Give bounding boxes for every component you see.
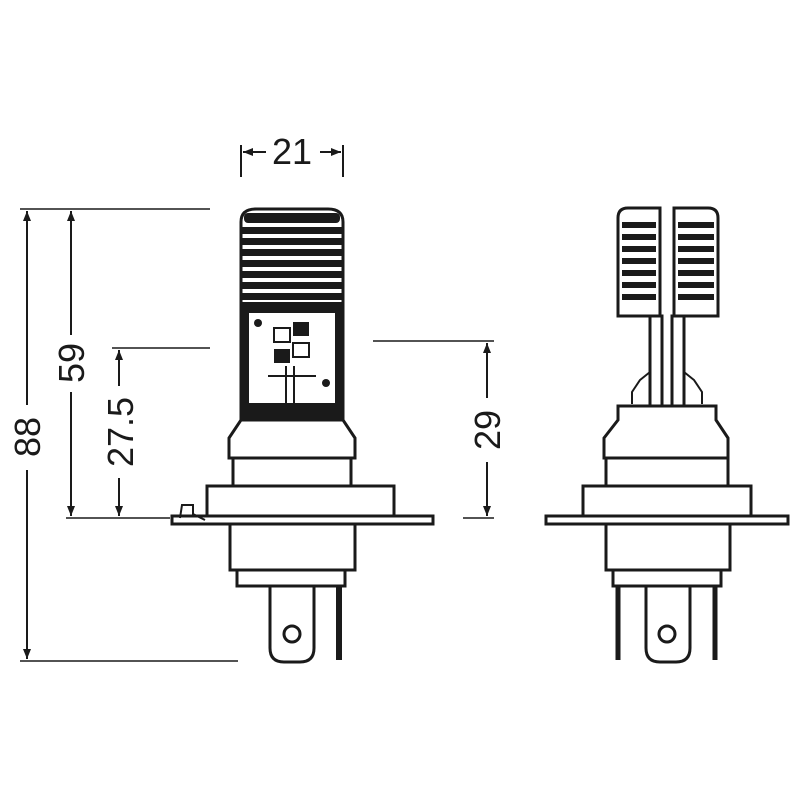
- dimension-height-29: 29: [373, 340, 508, 519]
- dim-label-88: 88: [7, 417, 48, 457]
- dim-label-59: 59: [51, 343, 92, 383]
- dim-label-29: 29: [467, 410, 508, 450]
- dimension-height-27-5: 27.5: [100, 347, 210, 516]
- dim-label-27-5: 27.5: [100, 397, 141, 467]
- dimension-height-88: 88: [7, 208, 238, 662]
- dimension-height-59: 59: [51, 211, 170, 519]
- screw-icon: [254, 319, 262, 327]
- heatsink-fins: [242, 213, 342, 300]
- heatsink-side: [616, 206, 720, 318]
- screw-icon: [322, 379, 330, 387]
- dimension-width-21: 21: [240, 131, 344, 177]
- dim-label-21: 21: [272, 131, 312, 172]
- led-chips: [273, 322, 310, 363]
- bulb-side-view: [544, 206, 790, 664]
- bulb-front-view: [170, 207, 435, 664]
